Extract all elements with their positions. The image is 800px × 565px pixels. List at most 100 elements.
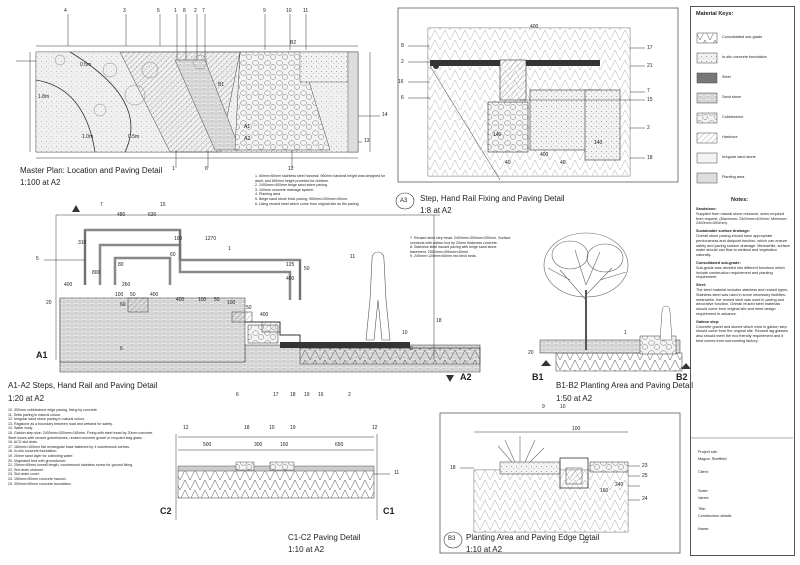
mp-note-5: 5. Beige sand stone brick paving: 500mm×… [255,196,349,201]
title-label: Title: [698,507,707,511]
a1a2-callout-19: 19 [304,392,310,398]
a3-callout-6: 6 [401,95,404,101]
mp-dim-1-8: 1.8m [38,94,50,100]
mp-callout-12: 12 [288,166,294,172]
a1a2-callout-18b: 18 [436,318,442,324]
b1b2-section-drawing [539,232,691,372]
detail-notes-list: 10. 300mm cobblestone edge paving, fixin… [8,408,160,486]
mp-dim-1-0: 1.0m [82,134,94,140]
mp-note-1: 1. 60mm×60mm stainless steel handrail, 9… [255,174,386,183]
a1a2-dim-100c: 100 [227,300,236,306]
a3-dim-140a: 140 [493,132,502,138]
note-20: 20. Vegetated bed with groundcover. [8,458,67,463]
a1a2-callout-6b: 6 [236,392,239,398]
b3-callout-24: 24 [642,496,648,502]
note-22: 22. Slot drain channel. [8,467,44,472]
key-item-sandstone: Sand stone [722,95,742,99]
project-site-value: Magna, Sheffield [698,457,727,461]
a1a2-dim-260: 260 [122,282,131,288]
note-23: 23. Slot drain cover. [8,472,40,477]
scale-value: Varies [698,496,709,500]
a1a2-callout-9: 9 [410,346,413,352]
mp-callout-10: 10 [286,8,292,14]
c1c2-dim-150: 150 [280,442,289,448]
a1a2-title: A1-A2 Steps, Hand Rail and Paving Detail [8,381,158,390]
scale-label: Scale: [698,489,709,493]
a1a2-dim-20: 20 [46,300,52,306]
c1c2-callout-10: 10 [269,425,275,431]
note-15: 15. Gabion step size: 2400mm×300mm×180mm… [8,430,154,440]
master-plan-drawing [16,14,380,168]
mp-marker-a1: A1 [244,124,251,130]
a1a2-notes: 7. Reused steel step tread: 2400mm×300mm… [410,236,514,259]
c1c2-scale: 1:10 at A2 [288,545,325,554]
b3-scale: 1:10 at A2 [466,545,503,554]
mp-dim-0-5b: 0.5m [128,134,140,140]
b3-callout-10: 10 [560,404,566,410]
a1a2-callout-7: 7 [100,202,103,208]
note-25: 25. 300mm×50mm concrete foundation. [8,481,72,486]
a3-callout-17: 17 [647,45,653,51]
c1c2-callout-12b: 12 [372,425,378,431]
mp-callout-2: 2 [194,8,197,14]
a1a2-dim-100a: 100 [115,292,124,298]
a1a2-note-7: 7. Reused steel step tread: 2400mm×300mm… [410,236,511,245]
a3-callout-7: 7 [647,88,650,94]
a1a2-dim-80: 80 [118,262,124,268]
a3-detail-drawing [395,7,679,210]
notes-sections: Sandstone: Supplied from natural stone r… [696,207,790,344]
master-plan-title: Master Plan: Location and Paving Detail [20,166,163,175]
a1-tag: A1 [36,350,48,360]
b3-title: Planting Area and Paving Edge Detail [466,533,600,542]
notes-gabion-text: Concrete gravel and stones which exist i… [696,324,789,343]
key-item-hardcore: Hardcore [722,135,738,139]
c1c2-callout-11: 11 [394,470,400,476]
a1a2-callout-6: 6 [120,346,123,352]
c1c2-callout-19: 19 [290,425,296,431]
c1c2-dim-300: 300 [254,442,263,448]
b3-callout-23: 23 [642,463,648,469]
a1a2-dim-310: 310 [78,240,87,246]
title-value: Construction details [698,514,732,518]
key-title: Material Keys: [696,11,734,17]
b3-callout-9: 9 [542,404,545,410]
c1c2-title: C1-C2 Paving Detail [288,533,361,542]
a1a2-dim-50c: 50 [246,305,252,311]
a3-callout-16: 16 [398,79,404,85]
a1a2-dim-400e: 400 [286,276,295,282]
a1a2-callout-17: 17 [273,392,279,398]
b3-detail-drawing [439,412,681,554]
a3-dim-140b: 140 [594,140,603,146]
mp-callout-1b: 1 [172,166,175,172]
mp-note-2: 2. 2400mm×400mm beige sand stone paving. [255,183,329,188]
note-14: 14. Water body. [8,426,33,431]
b3-tag: B3 [448,536,456,542]
mp-callout-8: 8 [183,8,186,14]
a3-tag: A3 [400,198,408,204]
a1a2-dim-50b: 50 [214,297,220,303]
notes-sandstone-text: Supplied from natural stone resource, si… [696,211,788,226]
key-item-subgrade: Consolidated sub-grade [722,35,763,39]
a1a2-scale: 1:20 at A2 [8,394,45,403]
c1c2-callout-18: 18 [244,425,250,431]
a2-tag: A2 [460,372,472,382]
key-item-irregular-sandstone: Irregular sand stone [722,155,756,159]
a1a2-dim-1270: 1270 [205,236,217,242]
a1a2-callout-5: 5 [36,256,39,262]
master-plan-scale: 1:100 at A2 [20,178,61,187]
a3-callout-2b: 2 [647,125,650,131]
name-label: Name: [698,527,710,531]
a1a2-dim-400a: 400 [64,282,73,288]
notes-subgrade-text: Sub-grade was devided into different fun… [696,265,785,280]
notes-steel-text: The steel material includes stainless an… [696,287,789,316]
b1b2-scale: 1:50 at A2 [556,394,593,403]
b1b2-title: B1-B2 Planting Area and Paving Detail [556,381,693,390]
a1a2-dim-50a: 50 [130,292,136,298]
c1c2-section-drawing [175,434,390,520]
a1a2-callout-16: 16 [318,392,324,398]
mp-marker-a2: A2 [244,136,251,142]
a1a2-callout-10: 10 [402,330,408,336]
a1a2-dim-125: 125 [286,262,295,268]
mp-note-4: 4. Planting area [255,192,281,197]
mp-callout-13: 13 [364,138,370,144]
